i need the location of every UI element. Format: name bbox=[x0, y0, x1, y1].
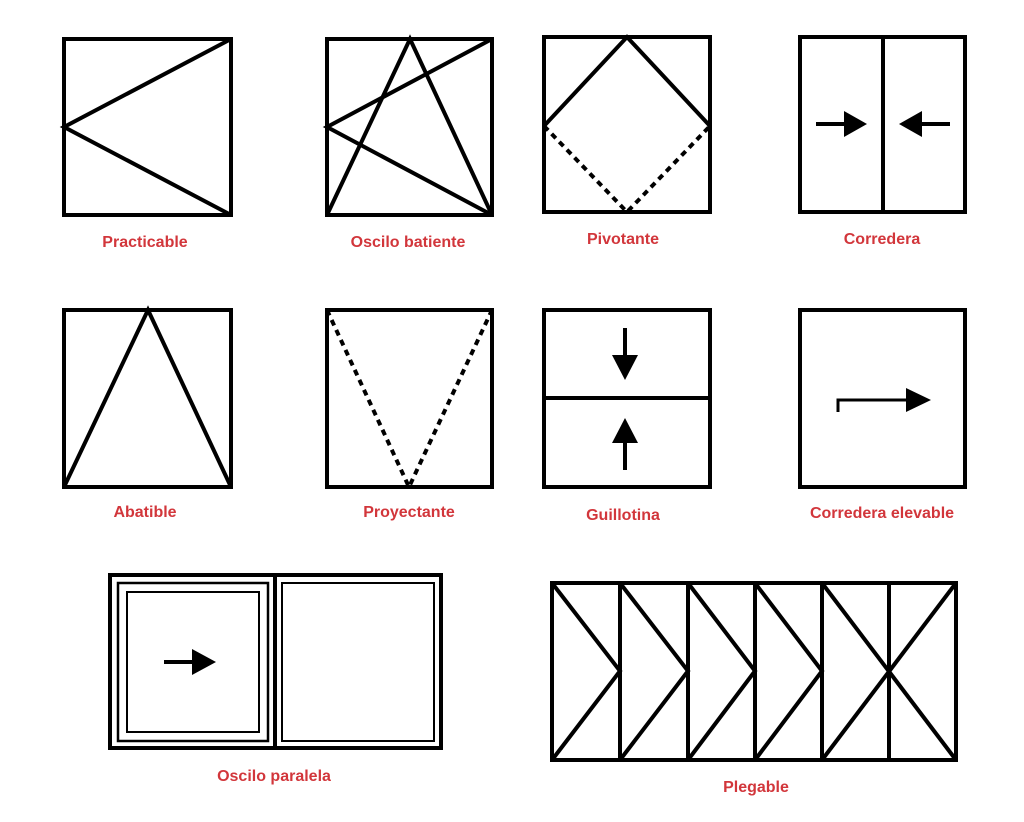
corredera-arrow-right-head bbox=[844, 111, 867, 137]
oscilo-batiente-frame bbox=[325, 37, 494, 217]
corredera-elevable-arrow-shaft bbox=[836, 398, 910, 412]
oscilo-paralela-arrow-head bbox=[192, 649, 216, 675]
pivotante-dashed-lines bbox=[542, 124, 712, 215]
label-guillotina: Guillotina bbox=[586, 507, 660, 524]
oscilo-paralela-window bbox=[108, 573, 443, 750]
practicable-opening-lines bbox=[59, 37, 232, 217]
proyectante-frame bbox=[325, 308, 494, 489]
oscilo-batiente-window bbox=[322, 34, 494, 217]
label-corredera: Corredera bbox=[844, 231, 921, 248]
proyectante-window bbox=[325, 308, 494, 492]
oscilo-paralela-left-sash-inner bbox=[126, 591, 260, 733]
guillotina-window bbox=[542, 308, 712, 489]
label-practicable: Practicable bbox=[102, 234, 187, 251]
guillotina-arrow-up-head bbox=[612, 418, 638, 443]
oscilo-batiente-tilt-lines bbox=[325, 34, 494, 216]
corredera-elevable-arrow-head bbox=[906, 388, 931, 412]
label-corredera-elevable: Corredera elevable bbox=[810, 505, 954, 522]
abatible-opening-lines bbox=[62, 305, 233, 488]
plegable-panel-4-lines bbox=[753, 581, 825, 762]
abatible-frame bbox=[62, 308, 233, 489]
label-oscilo-paralela: Oscilo paralela bbox=[217, 768, 331, 785]
oscilo-batiente-side-lines bbox=[322, 37, 493, 217]
label-pivotante: Pivotante bbox=[587, 231, 659, 248]
corredera-window bbox=[798, 35, 967, 214]
plegable-panel-2-lines bbox=[618, 581, 691, 762]
plegable-panel-3-lines bbox=[686, 581, 758, 762]
practicable-window bbox=[59, 37, 233, 217]
guillotina-arrow-down-head bbox=[612, 355, 638, 380]
corredera-arrow-left-head bbox=[899, 111, 922, 137]
abatible-window bbox=[62, 305, 233, 489]
pivotante-frame bbox=[542, 35, 712, 214]
oscilo-paralela-right-sash bbox=[281, 582, 435, 742]
plegable-cross-line-b bbox=[820, 581, 958, 762]
proyectante-dashed-lines bbox=[325, 309, 494, 492]
label-proyectante: Proyectante bbox=[363, 504, 455, 521]
corredera-elevable-window bbox=[798, 308, 967, 489]
practicable-frame bbox=[62, 37, 233, 217]
pivotante-solid-lines bbox=[542, 34, 712, 128]
pivotante-window bbox=[542, 34, 712, 215]
plegable-window bbox=[550, 581, 958, 762]
label-plegable: Plegable bbox=[723, 779, 789, 796]
corredera-elevable-frame bbox=[798, 308, 967, 489]
plegable-panel-1-lines bbox=[550, 581, 623, 762]
oscilo-paralela-left-sash-outer bbox=[116, 581, 270, 743]
label-oscilo-batiente: Oscilo batiente bbox=[351, 234, 466, 251]
label-abatible: Abatible bbox=[113, 504, 176, 521]
